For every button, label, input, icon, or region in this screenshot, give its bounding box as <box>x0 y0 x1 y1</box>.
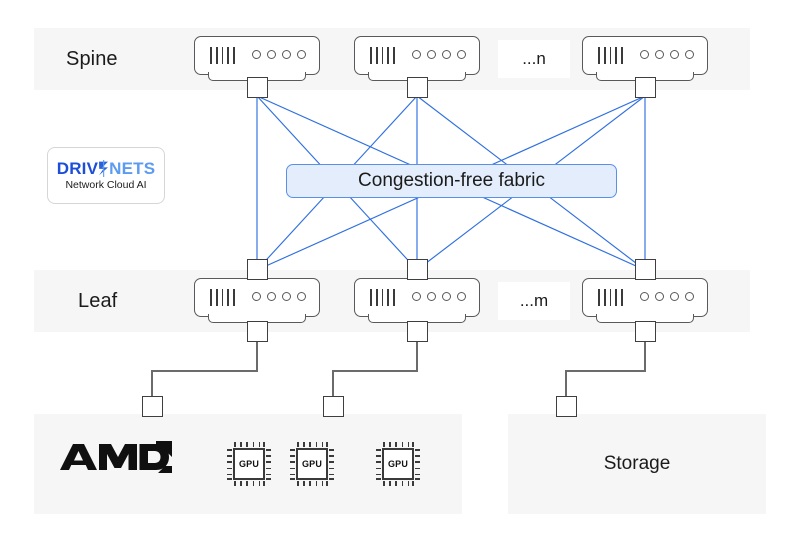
gpu-pins-bottom <box>233 481 265 486</box>
compute-uplink-port-1[interactable] <box>141 396 163 417</box>
leaf-switch-3-downlink-port[interactable] <box>634 321 656 342</box>
leaf-switch-3[interactable] <box>582 278 708 323</box>
gpu-pins-left <box>376 448 381 480</box>
leaf-switch-2-uplink-port[interactable] <box>406 259 428 280</box>
drivenets-logo-card: DRIV NETS Network Cloud AI <box>47 147 165 204</box>
gpu-pins-right <box>266 448 271 480</box>
gpu-label: GPU <box>382 448 414 480</box>
switch-port-leds <box>640 292 694 301</box>
compute-uplink-port-2[interactable] <box>322 396 344 417</box>
congestion-free-fabric-banner: Congestion-free fabric <box>286 164 617 198</box>
drivenets-tagline: Network Cloud AI <box>65 179 147 191</box>
gpu-pins-right <box>329 448 334 480</box>
leaf-switch-1[interactable] <box>194 278 320 323</box>
leaf-switch-3-uplink-port[interactable] <box>634 259 656 280</box>
gpu-pins-right <box>415 448 420 480</box>
gpu-pins-top <box>382 442 414 447</box>
switch-vent-bars <box>370 289 395 306</box>
switch-port-leds <box>412 50 466 59</box>
leaf-switch-1-uplink-port[interactable] <box>246 259 268 280</box>
lightning-bolt-icon <box>98 160 109 177</box>
gpu-pins-top <box>296 442 328 447</box>
spine-switch-1-port[interactable] <box>246 77 268 98</box>
leaf-switch-2[interactable] <box>354 278 480 323</box>
spine-row-label: Spine <box>66 48 118 70</box>
switch-vent-bars <box>210 47 235 64</box>
storage-panel <box>508 414 766 514</box>
leaf-row-label: Leaf <box>78 290 118 312</box>
gpu-label: GPU <box>233 448 265 480</box>
switch-vent-bars <box>598 47 623 64</box>
drivenets-wordmark: DRIV NETS <box>57 160 156 177</box>
gpu-pins-bottom <box>296 481 328 486</box>
switch-vent-bars <box>370 47 395 64</box>
leaf-more-switches-placeholder: ...m <box>498 282 570 320</box>
gpu-pins-top <box>233 442 265 447</box>
amd-logo-icon <box>58 440 173 474</box>
switch-vent-bars <box>210 289 235 306</box>
storage-label: Storage <box>603 453 671 474</box>
gpu-chip-icon-2: GPU <box>289 441 335 487</box>
spine-switch-2[interactable] <box>354 36 480 81</box>
leaf-switch-1-downlink-port[interactable] <box>246 321 268 342</box>
spine-switch-1[interactable] <box>194 36 320 81</box>
switch-port-leds <box>252 50 306 59</box>
gpu-chip-icon-3: GPU <box>375 441 421 487</box>
switch-port-leds <box>252 292 306 301</box>
spine-switch-2-port[interactable] <box>406 77 428 98</box>
gpu-pins-bottom <box>382 481 414 486</box>
storage-uplink-port[interactable] <box>555 396 577 417</box>
spine-switch-3[interactable] <box>582 36 708 81</box>
switch-port-leds <box>640 50 694 59</box>
gpu-pins-left <box>227 448 232 480</box>
switch-vent-bars <box>598 289 623 306</box>
wordmark-part-a: DRIV <box>56 159 99 178</box>
switch-port-leds <box>412 292 466 301</box>
wordmark-part-b: NETS <box>109 159 156 178</box>
gpu-chip-icon-1: GPU <box>226 441 272 487</box>
spine-switch-3-port[interactable] <box>634 77 656 98</box>
spine-more-switches-placeholder: ...n <box>498 40 570 78</box>
gpu-label: GPU <box>296 448 328 480</box>
fabric-banner-label: Congestion-free fabric <box>358 170 545 191</box>
leaf-switch-2-downlink-port[interactable] <box>406 321 428 342</box>
gpu-pins-left <box>290 448 295 480</box>
